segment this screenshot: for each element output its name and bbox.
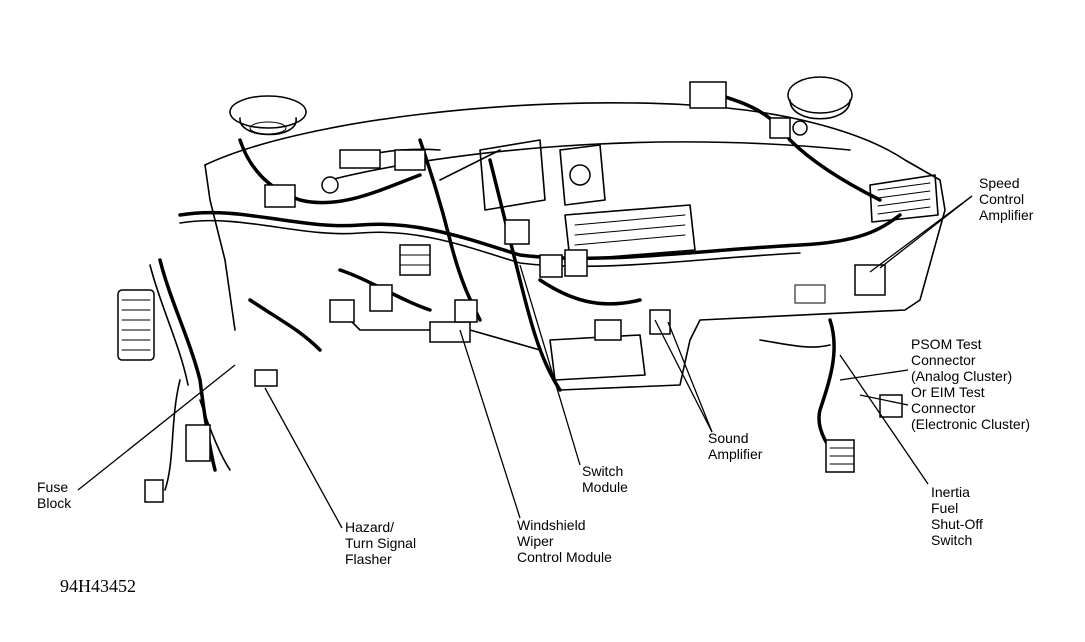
- connectors: [117, 81, 903, 503]
- label-fuse-block: Fuse Block: [37, 479, 71, 511]
- label-line: Hazard/: [345, 519, 395, 535]
- label-hazard-turn-signal-flasher: Hazard/ Turn Signal Flasher: [345, 519, 416, 567]
- leader-psom-test-connector: [839, 369, 909, 381]
- label-line: Shut-Off: [931, 516, 983, 532]
- leader-sound-amplifier: [654, 319, 713, 433]
- label-line: Turn Signal: [345, 535, 417, 551]
- label-line: Module: [582, 479, 628, 495]
- label-line: Block: [37, 495, 72, 511]
- label-line: Inertia: [931, 484, 970, 500]
- leader-hazard-flasher: [264, 387, 343, 529]
- leader-lines: [77, 195, 973, 529]
- left-speaker: [229, 95, 307, 136]
- label-line: (Electronic Cluster): [911, 416, 1031, 432]
- label-windshield-wiper-control-module: Windshield Wiper Control Module: [517, 517, 612, 565]
- right-speaker: [787, 76, 853, 120]
- label-line: Wiper: [517, 533, 554, 549]
- label-speed-control-amplifier: Speed Control Amplifier: [979, 175, 1033, 223]
- leader-wiper-module: [459, 329, 521, 519]
- leader-inertia-switch: [839, 354, 929, 485]
- label-line: Switch: [931, 532, 973, 548]
- label-line: Connector: [911, 400, 976, 416]
- label-sound-amplifier: Sound Amplifier: [708, 430, 762, 462]
- label-line: Connector: [911, 352, 976, 368]
- label-line: Control Module: [517, 549, 612, 565]
- label-line: Switch: [582, 463, 624, 479]
- label-inertia-fuel-shutoff-switch: Inertia Fuel Shut-Off Switch: [931, 484, 983, 548]
- label-line: Or EIM Test: [911, 384, 985, 400]
- label-line: Amplifier: [979, 207, 1034, 223]
- label-line: Fuse: [37, 479, 69, 495]
- leader-switch-module: [519, 264, 581, 466]
- label-line: Amplifier: [708, 446, 763, 462]
- wiring-harness: [149, 88, 902, 491]
- label-line: Speed: [979, 175, 1020, 191]
- label-line: PSOM Test: [911, 336, 982, 352]
- label-line: Windshield: [517, 517, 586, 533]
- figure-id: 94H43452: [60, 576, 136, 596]
- label-line: Control: [979, 191, 1025, 207]
- label-line: Sound: [708, 430, 749, 446]
- label-switch-module: Switch Module: [582, 463, 628, 495]
- label-line: (Analog Cluster): [911, 368, 1013, 384]
- label-line: Flasher: [345, 551, 392, 567]
- label-psom-test-connector: PSOM Test Connector (Analog Cluster) Or …: [911, 336, 1030, 432]
- leader-fuse-block: [77, 364, 236, 491]
- label-line: Fuel: [931, 500, 959, 516]
